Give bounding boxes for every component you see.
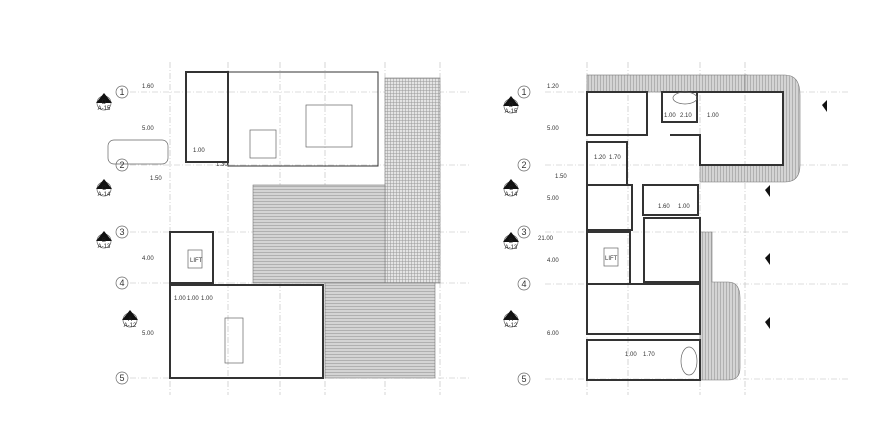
section-marker-c: CA-14 bbox=[503, 179, 519, 198]
svg-text:5: 5 bbox=[521, 374, 526, 384]
svg-text:1.60: 1.60 bbox=[142, 84, 154, 90]
master-balcony bbox=[699, 74, 801, 183]
svg-text:A-15: A-15 bbox=[505, 109, 518, 115]
svg-text:1: 1 bbox=[521, 87, 526, 97]
svg-text:1.20: 1.20 bbox=[594, 155, 606, 161]
svg-text:1.50: 1.50 bbox=[555, 174, 567, 180]
lower-balcony bbox=[699, 231, 741, 381]
svg-text:1.00: 1.00 bbox=[625, 352, 637, 358]
section-marker-b: BA-13 bbox=[503, 232, 519, 251]
svg-text:6.00: 6.00 bbox=[547, 331, 559, 337]
svg-text:A-14: A-14 bbox=[98, 192, 111, 198]
grid-bubbles: 1 2 3 4 5 bbox=[115, 85, 129, 385]
svg-text:A-12: A-12 bbox=[124, 323, 137, 329]
svg-text:D: D bbox=[102, 100, 107, 106]
svg-text:C: C bbox=[509, 186, 514, 192]
bedroom-top-left bbox=[586, 91, 648, 136]
svg-text:5.00: 5.00 bbox=[547, 126, 559, 132]
bedroom-lower bbox=[586, 283, 701, 335]
svg-text:1.70: 1.70 bbox=[643, 352, 655, 358]
stair-lift-core bbox=[169, 231, 214, 284]
dimension-labels: 1.20 5.00 21.00 1.20 1.70 1.00 2.10 1.00… bbox=[538, 84, 719, 358]
svg-text:2: 2 bbox=[119, 160, 124, 170]
master-bedroom bbox=[670, 91, 784, 166]
bathtub bbox=[680, 346, 698, 376]
svg-text:1.00: 1.00 bbox=[174, 296, 186, 302]
svg-text:A-13: A-13 bbox=[98, 244, 111, 250]
svg-text:B: B bbox=[102, 238, 106, 244]
svg-text:A-13: A-13 bbox=[505, 245, 518, 251]
lift-label: LIFT bbox=[190, 258, 203, 264]
central-deck bbox=[252, 184, 386, 284]
svg-text:21.00: 21.00 bbox=[538, 236, 554, 242]
svg-text:5.00: 5.00 bbox=[142, 126, 154, 132]
lower-deck bbox=[324, 282, 436, 379]
lift-box bbox=[187, 249, 203, 269]
svg-text:C: C bbox=[102, 186, 107, 192]
living-room bbox=[227, 71, 379, 167]
bedroom-middle bbox=[643, 217, 701, 283]
svg-text:2: 2 bbox=[521, 160, 526, 170]
svg-text:1.00: 1.00 bbox=[187, 296, 199, 302]
svg-text:1.30: 1.30 bbox=[216, 162, 228, 168]
section-marker-d: DA-15 bbox=[503, 96, 519, 115]
dimension-labels: 1.60 5.00 1.00 1.30 1.50 4.00 1.00 1.00 … bbox=[142, 84, 228, 337]
top-balcony bbox=[586, 74, 748, 93]
section-marker-a: AA-12 bbox=[122, 310, 138, 329]
bathtub bbox=[672, 91, 698, 105]
svg-text:1.00: 1.00 bbox=[193, 148, 205, 154]
svg-text:3: 3 bbox=[521, 227, 526, 237]
kitchen-dining-room bbox=[169, 284, 324, 379]
ground-floor-plan: LIFT 1 2 3 4 5 DA-15 CA-14 BA-13 AA-12 1… bbox=[96, 62, 470, 395]
bath-middle bbox=[642, 184, 699, 216]
svg-text:1.00: 1.00 bbox=[678, 204, 690, 210]
lift-box bbox=[603, 247, 619, 267]
svg-text:1.00: 1.00 bbox=[664, 113, 676, 119]
north-arrows bbox=[765, 100, 827, 329]
section-marker-c: CA-14 bbox=[96, 179, 112, 198]
svg-text:1.00: 1.00 bbox=[201, 296, 213, 302]
svg-text:5.00: 5.00 bbox=[547, 196, 559, 202]
rear-deck bbox=[384, 77, 441, 284]
upper-floor-plan: LIFT 1 2 3 4 5 DA-15 CA-14 BA-13 AA-12 1… bbox=[503, 62, 850, 395]
svg-text:5.00: 5.00 bbox=[142, 331, 154, 337]
section-marker-d: DA-15 bbox=[96, 93, 112, 112]
svg-text:1.50: 1.50 bbox=[150, 176, 162, 182]
kitchen-island bbox=[224, 317, 244, 364]
svg-text:4: 4 bbox=[521, 279, 526, 289]
svg-text:4: 4 bbox=[119, 278, 124, 288]
small-room bbox=[586, 184, 633, 231]
svg-text:A: A bbox=[509, 317, 513, 323]
sofa-set bbox=[305, 104, 353, 148]
svg-text:1: 1 bbox=[119, 87, 124, 97]
svg-text:3: 3 bbox=[119, 227, 124, 237]
svg-text:A-12: A-12 bbox=[505, 323, 518, 329]
svg-text:A-14: A-14 bbox=[505, 192, 518, 198]
section-marker-b: BA-13 bbox=[96, 231, 112, 250]
svg-text:1.00: 1.00 bbox=[707, 113, 719, 119]
bath-lower bbox=[586, 339, 701, 381]
svg-text:4.00: 4.00 bbox=[142, 256, 154, 262]
svg-text:2.10: 2.10 bbox=[680, 113, 692, 119]
section-markers: DA-15 CA-14 BA-13 AA-12 bbox=[96, 93, 138, 329]
lift-label: LIFT bbox=[605, 256, 618, 262]
svg-text:A: A bbox=[128, 317, 132, 323]
section-markers: DA-15 CA-14 BA-13 AA-12 bbox=[503, 96, 519, 329]
car bbox=[107, 139, 169, 165]
svg-text:B: B bbox=[509, 239, 513, 245]
grid-bubbles: 1 2 3 4 5 bbox=[517, 85, 531, 386]
svg-text:1.70: 1.70 bbox=[609, 155, 621, 161]
svg-text:A-15: A-15 bbox=[98, 106, 111, 112]
svg-text:1.60: 1.60 bbox=[658, 204, 670, 210]
svg-text:4.00: 4.00 bbox=[547, 258, 559, 264]
svg-text:1.20: 1.20 bbox=[547, 84, 559, 90]
svg-text:5: 5 bbox=[119, 373, 124, 383]
bathroom-top bbox=[661, 91, 698, 123]
dining-table bbox=[249, 129, 277, 159]
svg-text:D: D bbox=[509, 103, 514, 109]
bath-left bbox=[586, 141, 628, 186]
section-marker-a: AA-12 bbox=[503, 310, 519, 329]
